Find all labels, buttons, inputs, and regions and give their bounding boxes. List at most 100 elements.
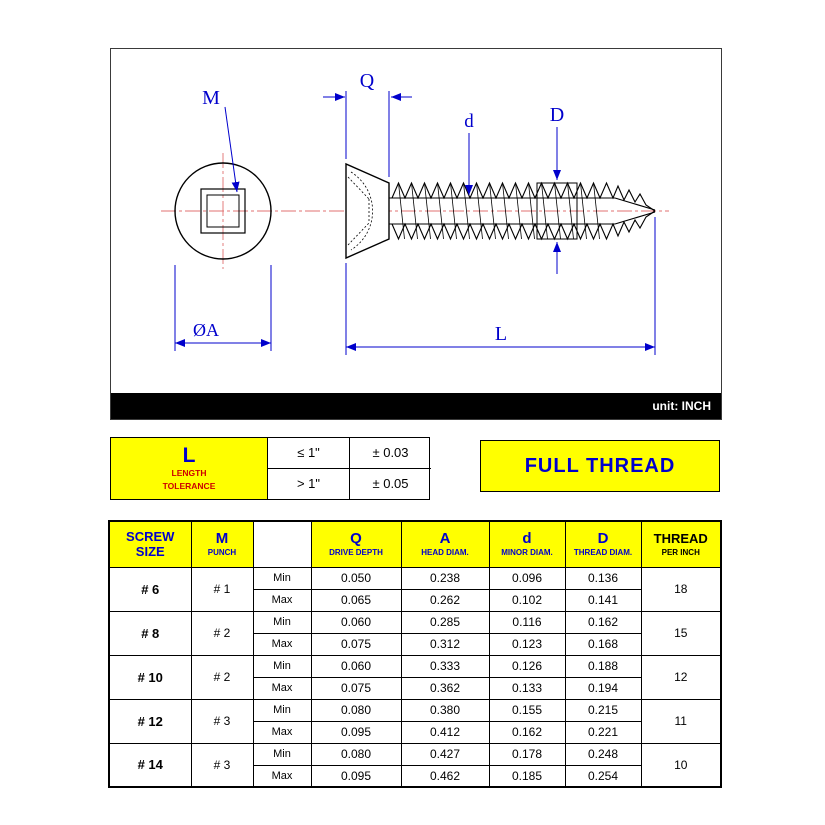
square-drive-inner	[206, 194, 240, 228]
screw-top-view	[174, 162, 272, 260]
dim-label-thread-diam: D	[550, 104, 564, 126]
q-value: 0.050	[310, 566, 402, 590]
hidden-recess-lines	[347, 171, 373, 251]
header-subtext: PUNCH	[207, 548, 237, 558]
col-header-screw-size: SCREW SIZE	[108, 520, 192, 568]
q-value: 0.080	[310, 742, 402, 766]
d-value: 0.133	[488, 676, 566, 700]
a-value: 0.238	[400, 566, 490, 590]
thread-diam-value: 0.215	[564, 698, 642, 722]
punch-cell: # 2	[190, 654, 254, 700]
header-subtext: DRIVE DEPTH	[329, 548, 383, 558]
screw-size-cell: # 14	[108, 742, 192, 788]
thread-diam-value: 0.141	[564, 588, 642, 612]
header-text: Q	[350, 529, 362, 547]
square-drive-outer	[200, 188, 246, 234]
a-value: 0.312	[400, 632, 490, 656]
screw-size-cell: # 8	[108, 610, 192, 656]
thread-diam-value: 0.221	[564, 720, 642, 744]
q-value: 0.060	[310, 654, 402, 678]
col-header-a: A HEAD DIAM.	[400, 520, 490, 568]
header-subtext: HEAD DIAM.	[421, 548, 469, 558]
screw-size-cell: # 12	[108, 698, 192, 744]
table-row: # 12 # 3 Min 0.080 0.380 0.155 0.215 11	[108, 698, 722, 744]
col-header-minmax	[252, 520, 312, 568]
screw-spec-table: SCREW SIZE M PUNCH Q DRIVE DEPTH A HEAD …	[108, 520, 722, 788]
col-header-d: d MINOR DIAM.	[488, 520, 566, 568]
unit-bar: unit: INCH	[111, 393, 721, 419]
q-value: 0.095	[310, 764, 402, 788]
header-subtext: MINOR DIAM.	[501, 548, 553, 558]
header-text: M	[215, 529, 229, 547]
thread-diameter-gauge-box	[536, 182, 578, 240]
minmax-label: Min	[252, 654, 312, 678]
tolerance-condition: > 1"	[268, 468, 350, 499]
table-row: # 14 # 3 Min 0.080 0.427 0.178 0.248 10	[108, 742, 722, 788]
table-row: # 6 # 1 Min 0.050 0.238 0.096 0.136 18	[108, 566, 722, 612]
col-header-q: Q DRIVE DEPTH	[310, 520, 402, 568]
thread-diam-value: 0.248	[564, 742, 642, 766]
minmax-label: Max	[252, 764, 312, 788]
full-thread-box: FULL THREAD	[480, 440, 720, 492]
a-value: 0.412	[400, 720, 490, 744]
tolerance-condition: ≤ 1"	[268, 438, 350, 469]
table-row: Max 0.075 0.312 0.123 0.168	[109, 632, 721, 656]
screw-size-cell: # 10	[108, 654, 192, 700]
q-value: 0.060	[310, 610, 402, 634]
d-value: 0.185	[488, 764, 566, 788]
thread-crest-top	[391, 181, 656, 212]
thread-crest-bottom	[391, 210, 656, 241]
q-value: 0.080	[310, 698, 402, 722]
tolerance-value: ± 0.05	[372, 476, 409, 492]
header-subtext: PER INCH	[661, 547, 700, 557]
minmax-label: Max	[252, 632, 312, 656]
table-row: Max 0.065 0.262 0.102 0.141	[109, 588, 721, 612]
technical-drawing-panel: M ØA Q d D L unit: INCH	[110, 48, 722, 420]
header-subtext: THREAD DIAM.	[573, 548, 633, 558]
d-value: 0.116	[488, 610, 566, 634]
tolerance-header-cell: L LENGTH TOLERANCE	[111, 438, 268, 499]
thread-diam-value: 0.136	[564, 566, 642, 590]
a-value: 0.362	[400, 676, 490, 700]
minmax-label: Min	[252, 610, 312, 634]
centerlines	[161, 153, 669, 269]
dim-label-length: L	[495, 323, 507, 345]
punch-cell: # 2	[190, 610, 254, 656]
d-value: 0.155	[488, 698, 566, 722]
a-value: 0.262	[400, 588, 490, 612]
q-value: 0.095	[310, 720, 402, 744]
tpi-cell: 10	[640, 742, 722, 788]
table-row: # 8 # 2 Min 0.060 0.285 0.116 0.162 15	[108, 610, 722, 656]
minmax-label: Max	[252, 720, 312, 744]
dimension-head-diam	[174, 265, 272, 351]
d-value: 0.096	[488, 566, 566, 590]
table-row: Max 0.095 0.462 0.185 0.254	[109, 764, 721, 788]
header-text: SCREW	[126, 528, 175, 544]
full-thread-label: FULL THREAD	[524, 454, 676, 477]
minmax-label: Min	[252, 742, 312, 766]
header-text: D	[597, 529, 609, 547]
screw-head-profile	[345, 162, 390, 260]
punch-cell: # 1	[190, 566, 254, 612]
thread-diam-value: 0.194	[564, 676, 642, 700]
minmax-label: Min	[252, 698, 312, 722]
header-text: THREAD	[653, 531, 708, 547]
thread-diam-value: 0.254	[564, 764, 642, 788]
a-value: 0.462	[400, 764, 490, 788]
d-value: 0.102	[488, 588, 566, 612]
a-value: 0.380	[400, 698, 490, 722]
screw-side-view	[345, 162, 656, 260]
table-row: # 10 # 2 Min 0.060 0.333 0.126 0.188 12	[108, 654, 722, 700]
header-text: A	[439, 529, 451, 547]
dim-label-m: M	[202, 87, 220, 109]
col-header-thread-per-inch: THREAD PER INCH	[640, 520, 722, 568]
dimension-m	[224, 106, 240, 193]
punch-cell: # 3	[190, 742, 254, 788]
minmax-label: Max	[252, 588, 312, 612]
dim-label-d: d	[464, 111, 474, 132]
tpi-cell: 11	[640, 698, 722, 744]
tolerance-value: ± 0.03	[350, 438, 431, 469]
dim-label-q: Q	[360, 70, 375, 92]
d-value: 0.162	[488, 720, 566, 744]
thread-diam-value: 0.162	[564, 610, 642, 634]
